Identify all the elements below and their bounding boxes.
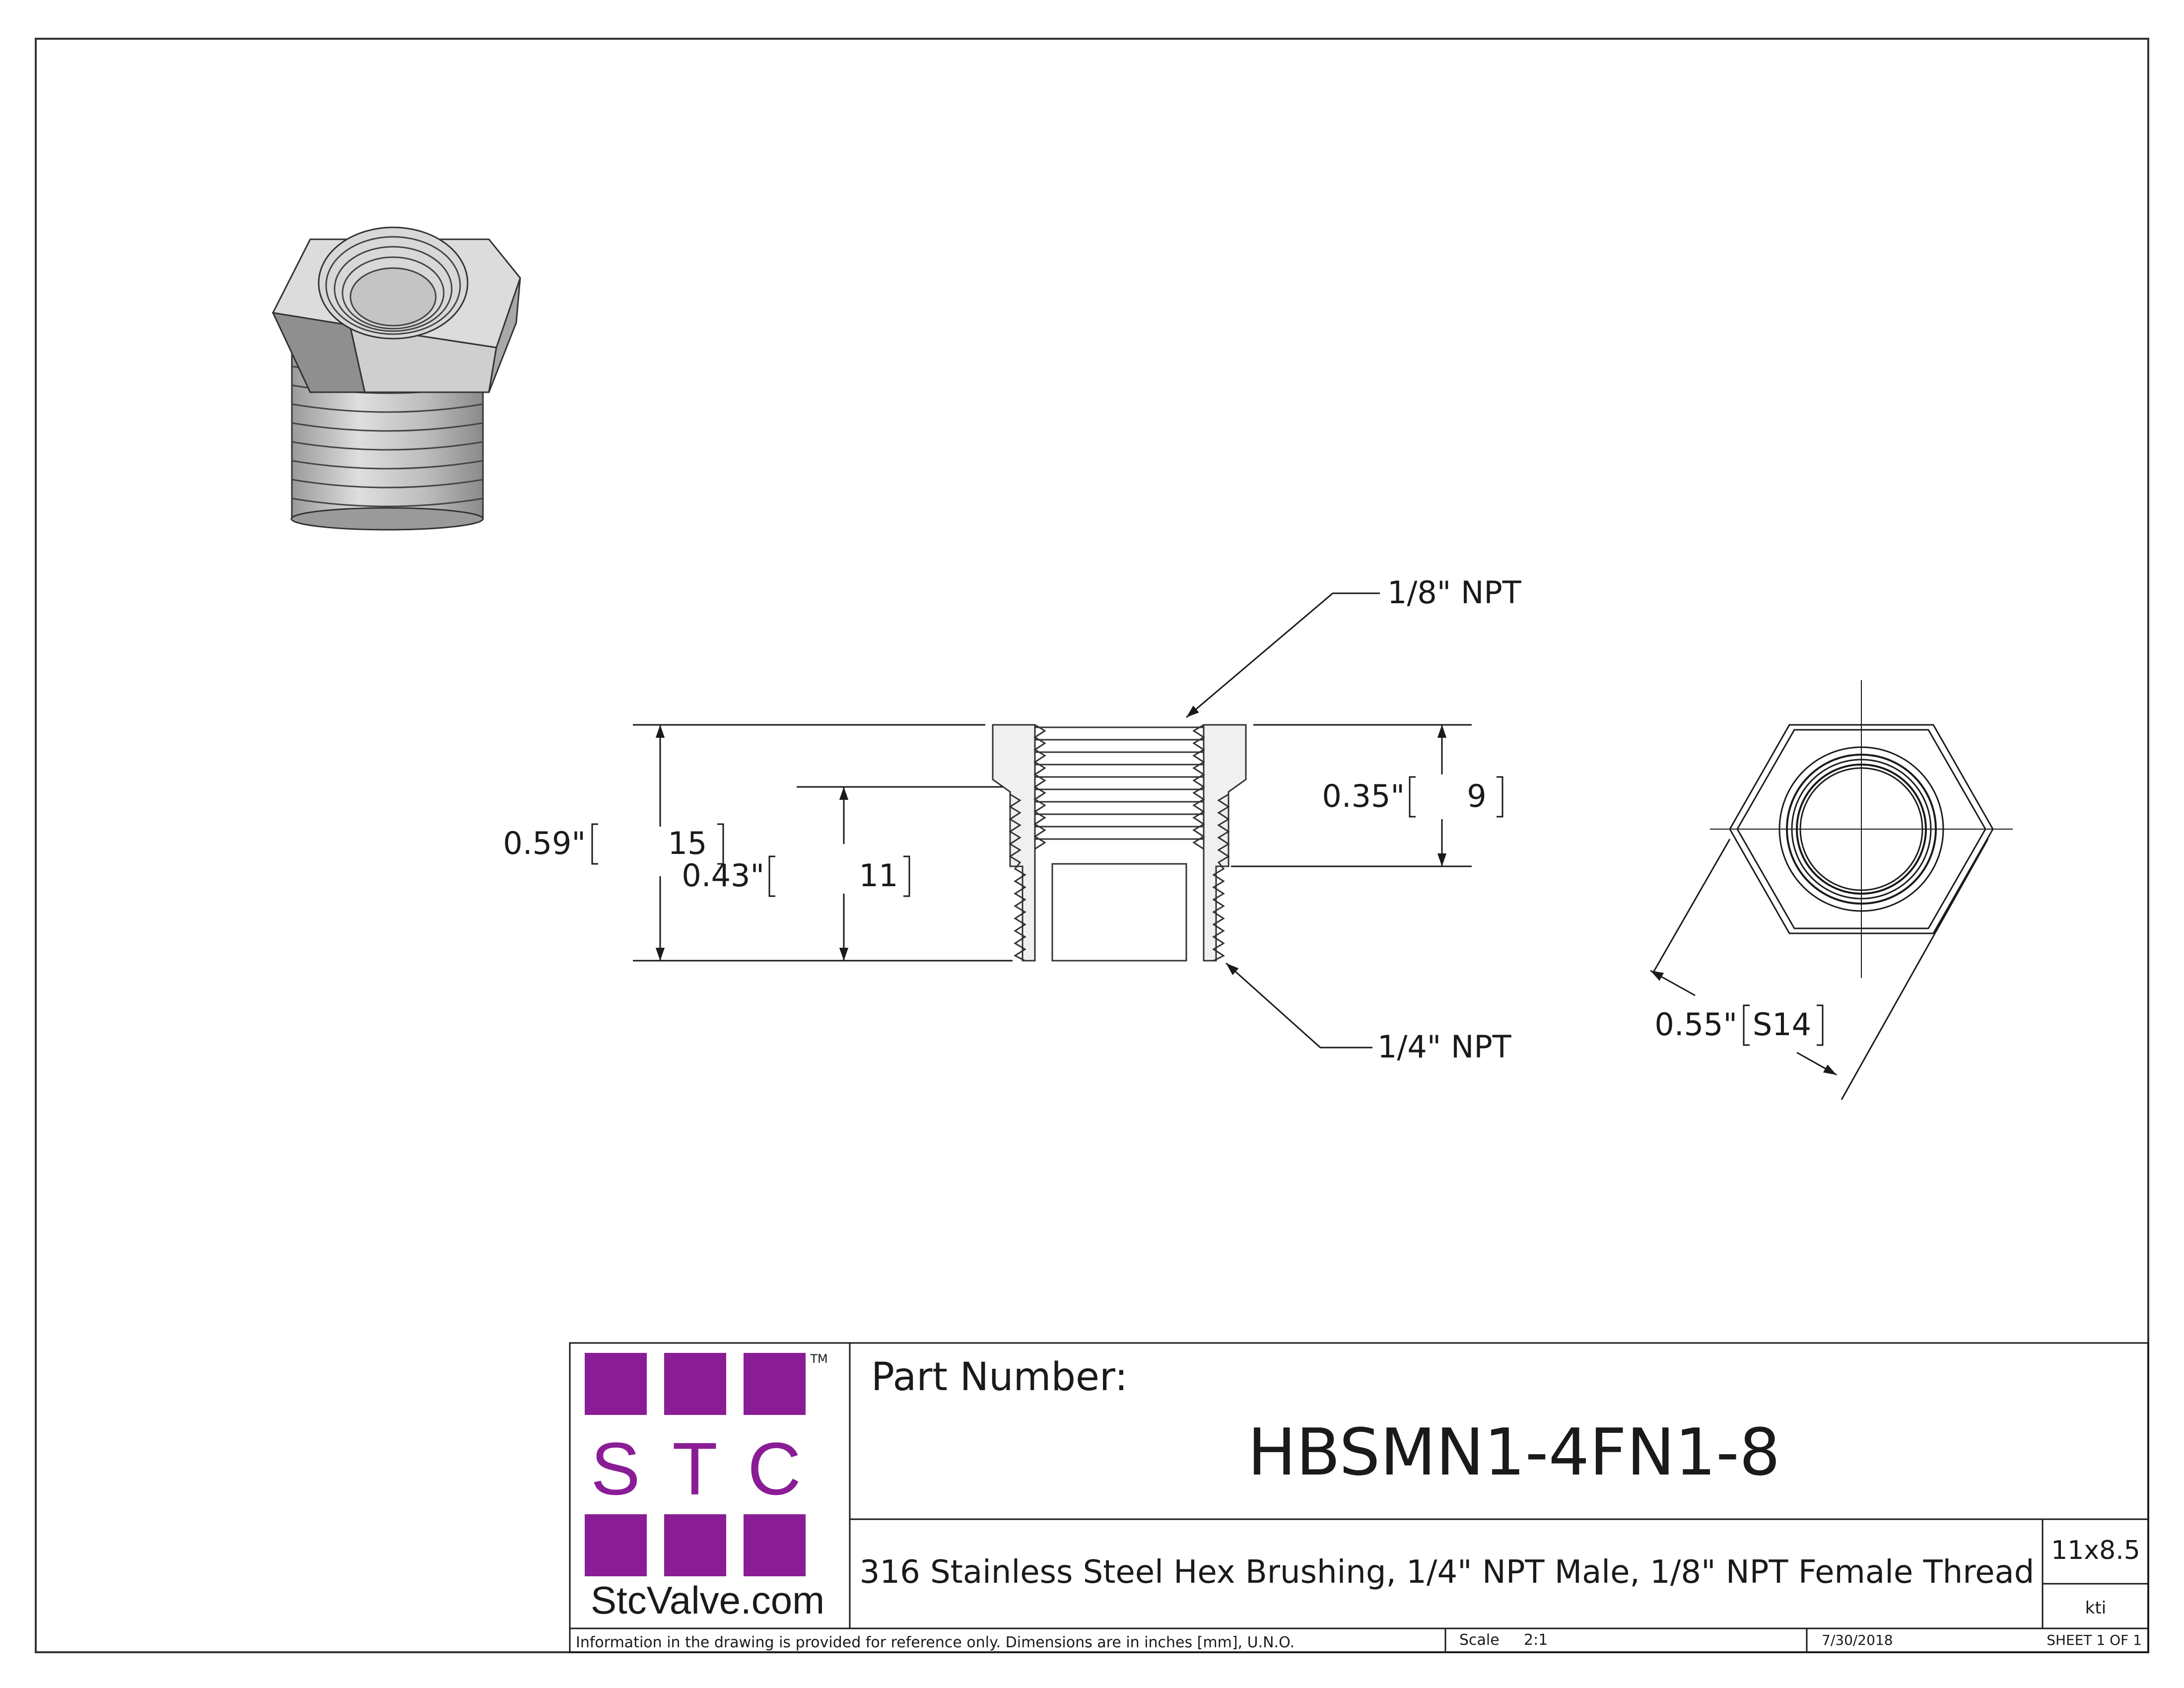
sheet-size: 11x8.5 — [2051, 1536, 2140, 1565]
title-block: S T C TM StcValve.com Part Number: HBSMN… — [569, 1342, 2149, 1653]
dim-overall-mm: 15 — [668, 825, 707, 861]
isometric-view — [272, 226, 521, 531]
callout-male-thread: 1/4" NPT — [1377, 1029, 1512, 1065]
dim-female-thread: 0.35" — [1322, 778, 1405, 814]
logo-letter-s: S — [591, 1427, 640, 1510]
dim-female-thread-mm: 9 — [1467, 778, 1486, 814]
female-thread — [1033, 724, 1205, 850]
male-thread — [1009, 793, 1230, 962]
dim-hex-flats-mm: S14 — [1753, 1006, 1811, 1043]
scale-value: 2:1 — [1524, 1631, 1548, 1649]
scale-label: Scale — [1459, 1631, 1500, 1649]
logo-square — [744, 1514, 806, 1576]
logo-letter-c: C — [748, 1427, 801, 1510]
dim-overall: 0.59" — [503, 825, 586, 861]
logo-website: StcValve.com — [591, 1578, 824, 1622]
logo-trademark: TM — [810, 1352, 827, 1366]
logo-letter-t: T — [672, 1427, 718, 1510]
part-number: HBSMN1-4FN1-8 — [1247, 1414, 1780, 1490]
logo-square — [664, 1514, 726, 1576]
drawn-by: kti — [2085, 1598, 2106, 1618]
logo-square — [585, 1353, 647, 1415]
logo-square — [585, 1514, 647, 1576]
part-description: 316 Stainless Steel Hex Brushing, 1/4" N… — [860, 1554, 2035, 1591]
drawing-date: 7/30/2018 — [1822, 1632, 1893, 1648]
stc-logo: S T C TM StcValve.com — [585, 1352, 828, 1622]
footer-note: Information in the drawing is provided f… — [576, 1634, 1295, 1651]
section-view: 0.59" 15 0.43" 11 0.35" 9 1/8" NPT 1/4" … — [503, 574, 1521, 1065]
logo-square — [664, 1353, 726, 1415]
sheet-number: SHEET 1 OF 1 — [2047, 1632, 2142, 1648]
part-number-label: Part Number: — [871, 1355, 1128, 1400]
dim-male-thread: 0.43" — [682, 857, 764, 894]
callout-female-thread: 1/8" NPT — [1387, 574, 1522, 611]
dim-hex-flats: 0.55" — [1654, 1006, 1737, 1043]
dim-male-thread-mm: 11 — [859, 857, 898, 894]
logo-square — [744, 1353, 806, 1415]
end-view: 0.55" S14 — [1650, 680, 2013, 1100]
